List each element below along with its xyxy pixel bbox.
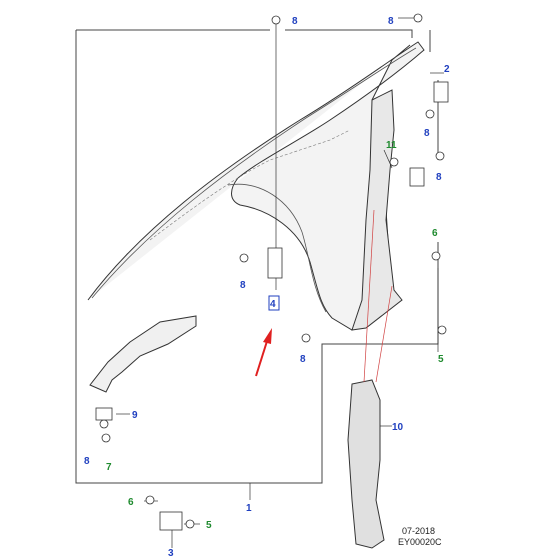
red-pointer-arrow (255, 337, 269, 377)
diagram-code: EY00020C (398, 537, 442, 547)
callout-4: 4 (270, 299, 276, 310)
insulator-part (347, 379, 385, 549)
clip-icon (433, 81, 449, 103)
callout-11: 11 (386, 140, 397, 151)
callout-9: 9 (132, 410, 138, 421)
bolt-icon (389, 157, 399, 167)
part-4-highlight (268, 295, 280, 311)
callout-8: 8 (436, 172, 442, 183)
fender-wheel-arch (227, 183, 327, 313)
fender-edge-lip (91, 47, 417, 299)
reinforcement-pillar (351, 89, 403, 331)
clip-icon (95, 407, 113, 421)
bolt-icon (101, 433, 111, 443)
guide-line (375, 285, 393, 383)
bolt-icon (99, 419, 109, 429)
callout-8: 8 (424, 128, 430, 139)
lower-bracket-part (89, 315, 197, 393)
red-pointer-arrowhead (263, 328, 272, 344)
bolt-icon (271, 15, 281, 25)
leader-lines (116, 17, 444, 548)
clip-icon (267, 247, 283, 279)
guide-line (363, 209, 375, 383)
callout-2: 2 (444, 64, 450, 75)
fender-panel (87, 41, 425, 331)
callout-6: 6 (432, 228, 438, 239)
callout-8: 8 (292, 16, 298, 27)
callout-8: 8 (84, 456, 90, 467)
bolt-icon (145, 495, 155, 505)
bolt-icon (425, 109, 435, 119)
callout-7: 7 (106, 462, 112, 473)
bolt-icon (239, 253, 249, 263)
callout-8: 8 (240, 280, 246, 291)
bolt-icon (435, 151, 445, 161)
callout-8: 8 (388, 16, 394, 27)
bolt-icon (185, 519, 195, 529)
clip-icon (409, 167, 425, 187)
assembly-frame-outline (75, 29, 439, 484)
callout-1: 1 (246, 503, 252, 514)
callout-5: 5 (438, 354, 444, 365)
bolt-icon (437, 325, 447, 335)
callout-6: 6 (128, 497, 134, 508)
callout-10: 10 (392, 422, 404, 433)
callout-5: 5 (206, 520, 212, 531)
fender-inner-line (149, 129, 351, 241)
bolt-icon (431, 251, 441, 261)
bolt-icon (413, 13, 423, 23)
fasteners (95, 13, 449, 531)
date-stamp: 07-2018 (402, 526, 435, 536)
clip-icon (159, 511, 183, 531)
bolt-icon (301, 333, 311, 343)
callout-8: 8 (300, 354, 306, 365)
callout-3: 3 (168, 548, 174, 559)
